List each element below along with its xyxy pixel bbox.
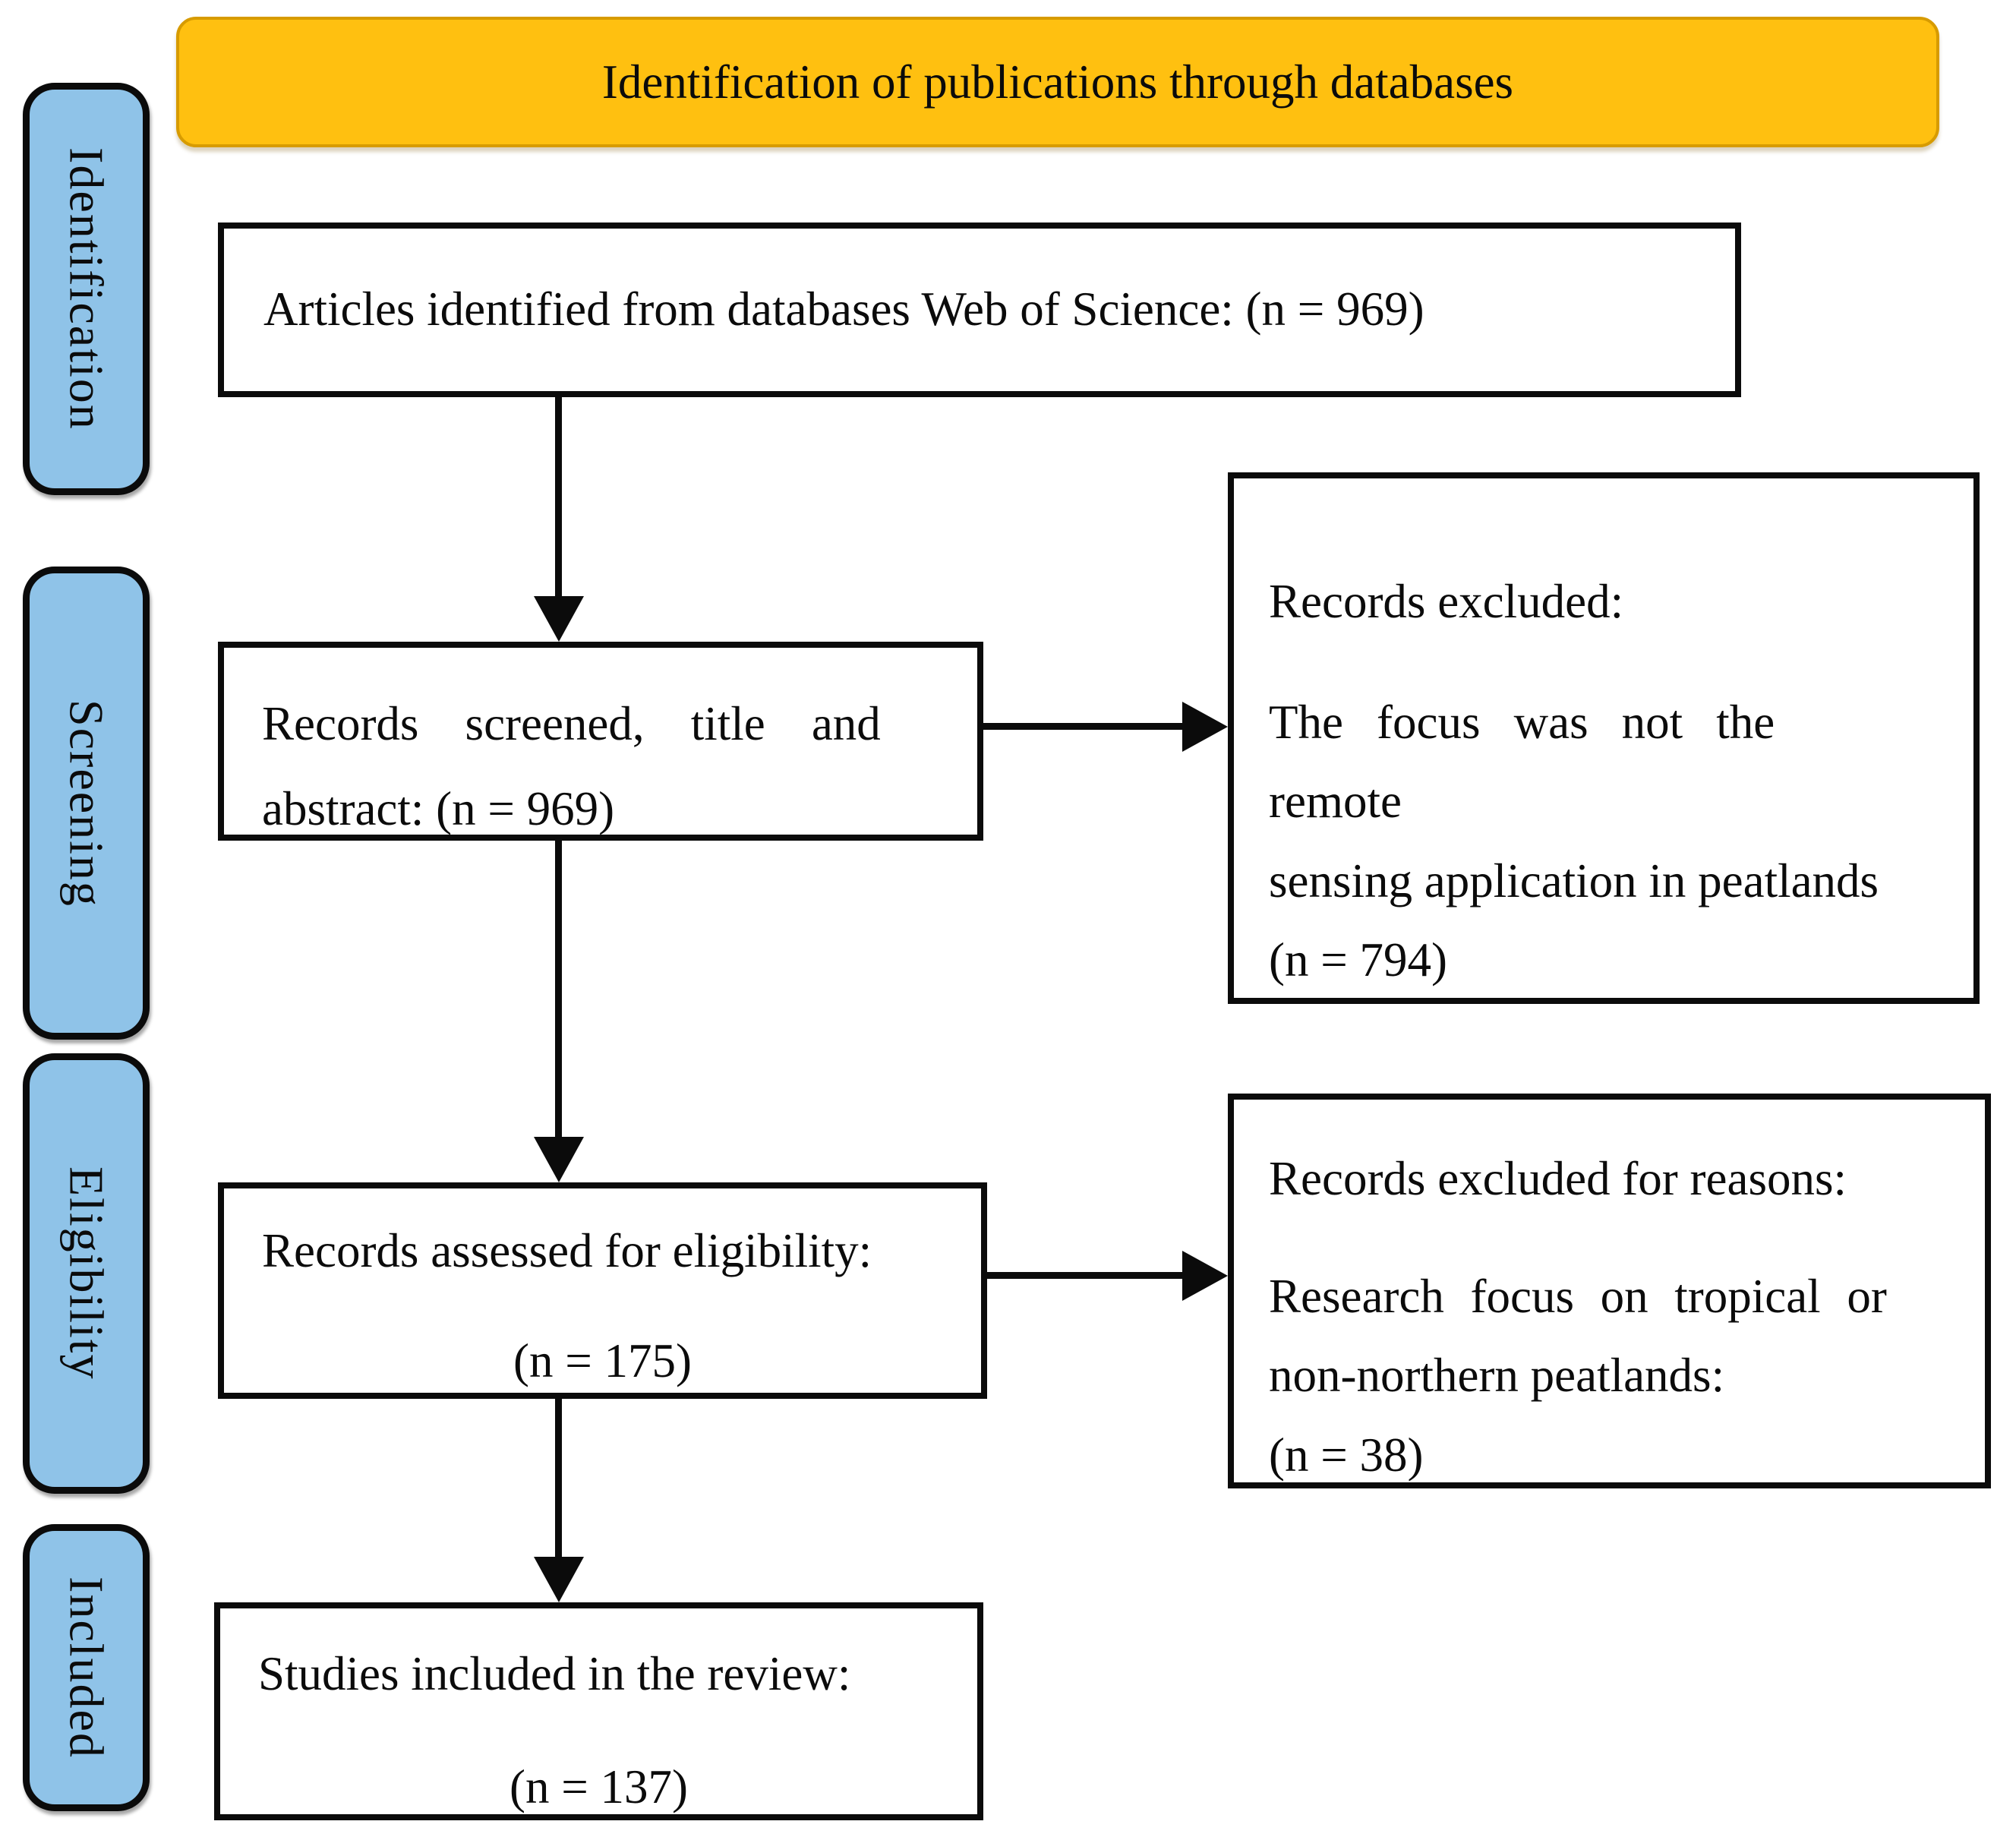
exclusion-box-eligibility-count: (n = 38) — [1269, 1428, 1424, 1482]
stage-tab-eligibility: Eligibility — [23, 1053, 150, 1494]
flow-box-eligibility-line1: Records assessed for eligibility: — [262, 1224, 872, 1277]
header-banner: Identification of publications through d… — [176, 17, 1939, 147]
arrow-right-icon-eligibility-to-excluded — [987, 1250, 1228, 1301]
exclusion-box-eligibility: Records excluded for reasons: Research f… — [1228, 1094, 1991, 1488]
stage-label-identification: Identification — [59, 147, 114, 431]
stage-label-eligibility: Eligibility — [59, 1166, 114, 1381]
header-title: Identification of publications through d… — [601, 55, 1514, 109]
stage-label-included: Included — [59, 1577, 114, 1759]
exclusion-box-eligibility-title: Records excluded for reasons: — [1269, 1152, 1847, 1205]
flow-box-screened-line2: abstract: (n = 969) — [262, 782, 615, 836]
flow-box-included-count: (n = 137) — [510, 1760, 688, 1814]
stage-tab-included: Included — [23, 1524, 150, 1811]
flow-box-included-line1: Studies included in the review: — [258, 1647, 851, 1700]
stage-label-screening: Screening — [59, 699, 114, 907]
flow-box-screened: Records screened, title and abstract: (n… — [218, 642, 983, 841]
arrow-down-icon-screened-to-eligibility — [533, 841, 584, 1182]
arrow-right-icon-screened-to-excluded — [983, 701, 1228, 752]
flow-box-identified: Articles identified from databases Web o… — [218, 223, 1741, 397]
flow-box-eligibility-count: (n = 175) — [513, 1334, 692, 1388]
flow-box-identified-text: Articles identified from databases Web o… — [263, 282, 1424, 336]
exclusion-box-eligibility-line2: non-northern peatlands: — [1269, 1349, 1725, 1403]
flow-box-eligibility: Records assessed for eligibility: (n = 1… — [218, 1182, 987, 1399]
arrow-down-icon-identified-to-screened — [533, 397, 584, 642]
stage-tab-screening: Screening — [23, 567, 150, 1040]
exclusion-box-screening: Records excluded: The focus was not the … — [1228, 472, 1980, 1004]
flow-box-screened-line1: Records screened, title and — [262, 697, 881, 750]
exclusion-box-screening-line1: The focus was not the remote — [1269, 695, 1775, 829]
exclusion-box-screening-count: (n = 794) — [1269, 933, 1447, 987]
stage-tab-identification: Identification — [23, 83, 150, 495]
exclusion-box-screening-line2: sensing application in peatlands — [1269, 854, 1879, 907]
flow-box-included: Studies included in the review: (n = 137… — [214, 1602, 983, 1820]
exclusion-box-eligibility-line1: Research focus on tropical or — [1269, 1269, 1887, 1323]
arrow-down-icon-eligibility-to-included — [533, 1399, 584, 1602]
exclusion-box-screening-title: Records excluded: — [1269, 575, 1624, 628]
